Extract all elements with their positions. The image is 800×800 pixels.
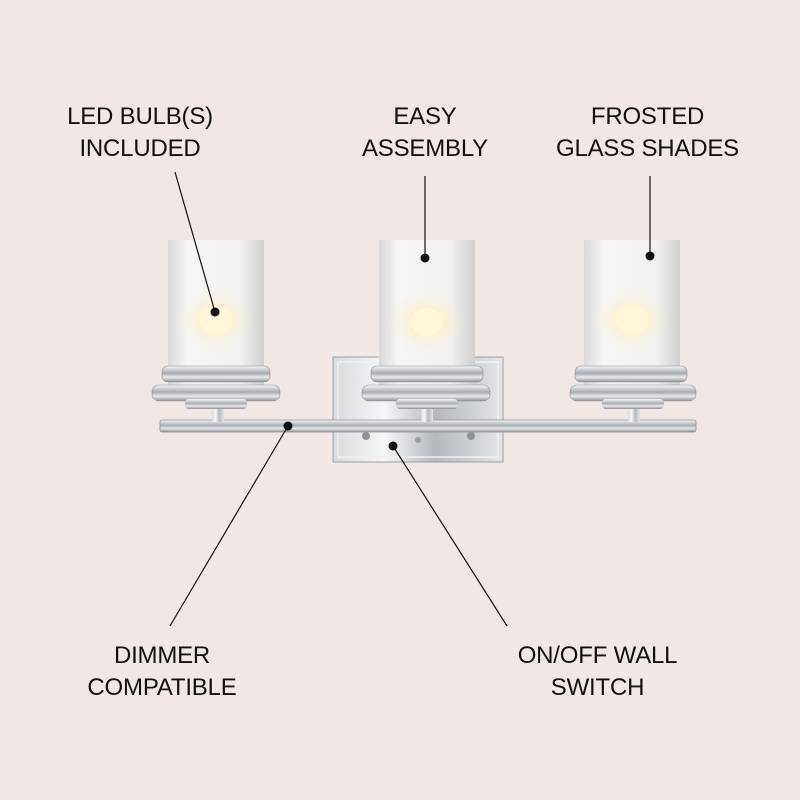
- callout-easy-line1: EASY: [393, 103, 457, 130]
- leader-led: [174, 171, 216, 313]
- callout-switch-line1: ON/OFF WALL: [517, 642, 678, 669]
- callout-dimmer-line1: DIMMER: [113, 642, 211, 669]
- callout-glass-line2: GLASS SHADES: [555, 134, 739, 162]
- callout-switch-line2: SWITCH: [550, 673, 645, 701]
- leader-dots: [210, 251, 655, 451]
- callout-dimmer-line2: COMPATIBLE: [87, 673, 237, 701]
- callout-led-line1: LED BULB(S): [67, 103, 213, 130]
- left-sconce: [151, 240, 281, 422]
- leader-switch: [392, 445, 508, 627]
- leader-dimmer: [169, 425, 289, 627]
- center-sconce: [361, 240, 491, 422]
- callout-wall-switch: ON/OFF WALL SWITCH: [485, 640, 710, 703]
- callout-frosted-glass: FROSTED GLASS SHADES: [525, 101, 770, 164]
- right-sconce: [569, 240, 697, 422]
- callout-easy-assembly: EASY ASSEMBLY: [325, 101, 525, 164]
- callout-led-bulbs: LED BULB(S) INCLUDED: [40, 101, 240, 164]
- callout-led-line2: INCLUDED: [79, 134, 201, 162]
- callout-glass-line1: FROSTED: [590, 103, 705, 130]
- leader-lines: [169, 171, 651, 627]
- callout-easy-line2: ASSEMBLY: [361, 134, 488, 162]
- callout-dimmer-compatible: DIMMER COMPATIBLE: [62, 640, 262, 703]
